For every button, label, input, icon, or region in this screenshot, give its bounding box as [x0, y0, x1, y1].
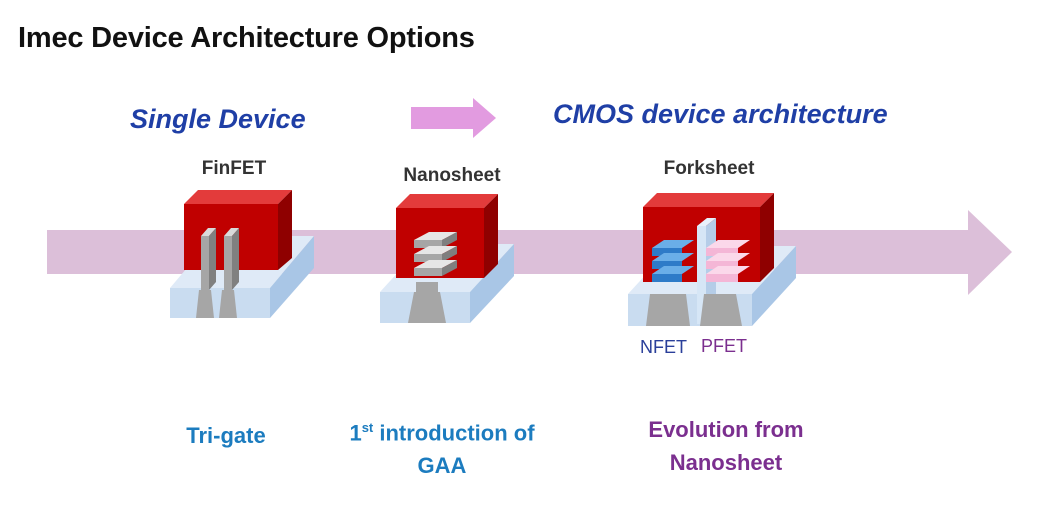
caption-tri-gate-text: Tri-gate: [186, 423, 266, 448]
device-label-forksheet: Forksheet: [663, 158, 755, 179]
heading-single-device: Single Device: [130, 104, 306, 134]
caption-evolution: Evolution from Nanosheet: [606, 413, 846, 479]
caption-gaa-ordinal: 1: [349, 420, 362, 446]
pfet-sheets: [700, 240, 750, 326]
device-label-nanosheet: Nanosheet: [403, 165, 501, 186]
nanosheet-stack: [408, 232, 457, 323]
caption-gaa-line1: 1st introduction of: [322, 411, 562, 449]
heading-cmos-architecture: CMOS device architecture: [553, 99, 888, 129]
device-label-finfet: FinFET: [201, 158, 267, 179]
nanosheet-device: [380, 194, 514, 323]
forksheet-device: [628, 193, 796, 326]
fin: [196, 228, 216, 318]
finfet-device: [170, 190, 314, 318]
caption-tri-gate: Tri-gate: [146, 419, 306, 452]
pfet-label: PFET: [701, 336, 748, 356]
caption-evolution-line2: Nanosheet: [669, 450, 783, 475]
fin: [219, 228, 239, 318]
caption-gaa-line1-rest: introduction of: [373, 420, 535, 446]
nfet-label: NFET: [640, 337, 687, 357]
progress-arrow: [411, 98, 496, 138]
page-title: Imec Device Architecture Options: [18, 22, 475, 54]
caption-gaa-line2: GAA: [417, 453, 467, 479]
caption-evolution-line1: Evolution from: [648, 417, 804, 442]
caption-gaa-ordinal-suffix: st: [361, 420, 374, 435]
caption-gaa: 1st introduction of GAA: [322, 411, 562, 482]
nfet-sheets: [646, 240, 694, 326]
